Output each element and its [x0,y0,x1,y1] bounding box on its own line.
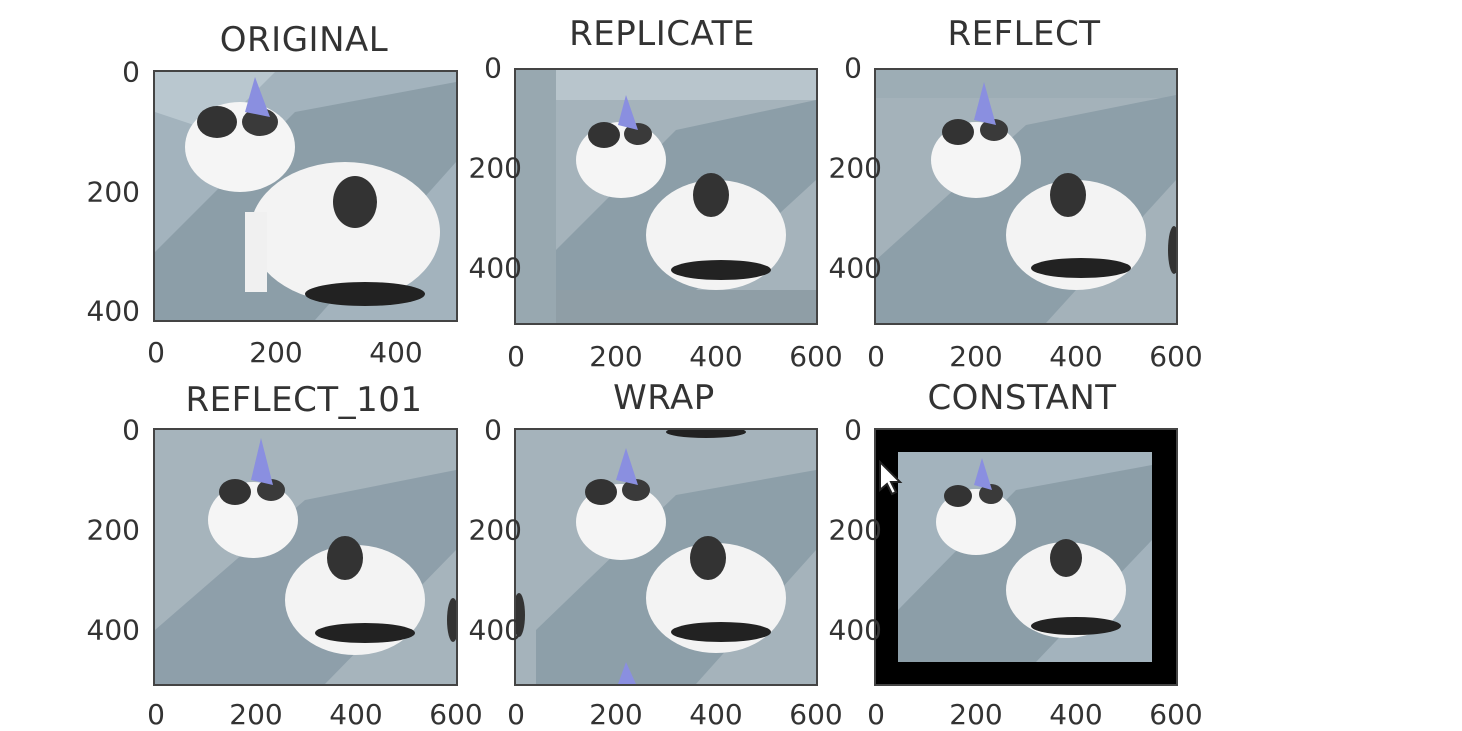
cat-image [514,68,818,325]
panel-title: REFLECT_101 [185,380,423,420]
y-tick: 0 [844,51,862,85]
y-tick: 400 [828,251,882,285]
x-tick: 0 [147,336,165,369]
x-tick: 0 [507,340,525,373]
y-tick: 200 [468,151,522,185]
x-tick: 0 [867,698,885,731]
y-tick: 0 [484,51,502,85]
x-tick: 600 [789,698,843,731]
x-tick: 200 [589,698,643,731]
x-tick: 0 [147,698,165,731]
y-tick: 0 [122,413,140,447]
x-tick: 600 [789,340,843,373]
x-tick: 200 [949,340,1003,373]
x-tick: 200 [249,336,303,369]
x-tick: 600 [429,698,483,731]
cat-image [153,428,458,686]
y-tick: 200 [86,175,140,209]
y-tick: 400 [468,613,522,647]
cat-image [514,428,818,686]
x-tick: 400 [689,698,743,731]
x-tick: 400 [689,340,743,373]
y-tick: 200 [828,151,882,185]
y-tick: 0 [844,413,862,447]
panel-title: WRAP [613,378,715,418]
y-tick: 400 [86,613,140,647]
x-tick: 400 [1049,698,1103,731]
y-tick: 400 [828,613,882,647]
x-tick: 400 [1049,340,1103,373]
x-tick: 200 [949,698,1003,731]
y-tick: 200 [828,513,882,547]
x-tick: 600 [1149,340,1203,373]
y-tick: 400 [86,294,140,328]
y-tick: 0 [122,55,140,89]
x-tick: 200 [229,698,283,731]
x-tick: 600 [1149,698,1203,731]
mouse-cursor-icon [878,460,904,496]
cat-image [874,428,1178,686]
panel-title: CONSTANT [927,378,1117,418]
y-tick: 200 [86,513,140,547]
cat-image [153,70,458,322]
x-tick: 400 [369,336,423,369]
panel-title: REFLECT [947,14,1101,54]
x-tick: 400 [329,698,383,731]
x-tick: 0 [507,698,525,731]
y-tick: 0 [484,413,502,447]
y-tick: 200 [468,513,522,547]
cat-image [874,68,1178,325]
x-tick: 0 [867,340,885,373]
y-tick: 400 [468,251,522,285]
x-tick: 200 [589,340,643,373]
panel-title: REPLICATE [569,14,755,54]
panel-title: ORIGINAL [219,20,389,60]
